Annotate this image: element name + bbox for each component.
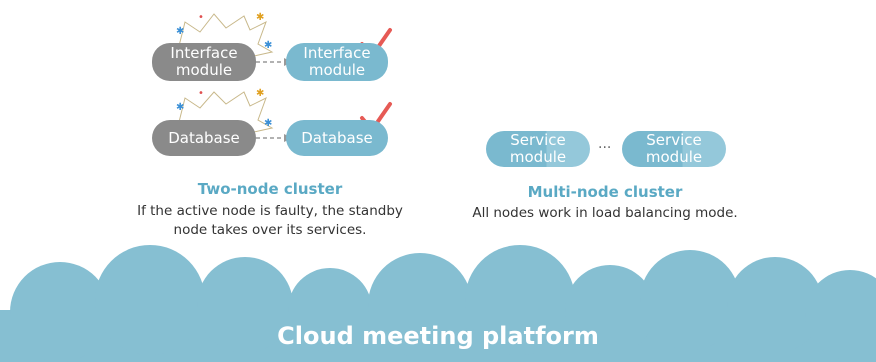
svg-text:•: • bbox=[198, 12, 204, 23]
interface-module-active: Interface module bbox=[152, 43, 256, 81]
service-module-2: Service module bbox=[622, 131, 726, 167]
interface-module-standby: Interface module bbox=[286, 43, 388, 81]
two-node-title: Two-node cluster bbox=[197, 180, 343, 198]
failover-arrow bbox=[256, 61, 284, 139]
svg-text:✱: ✱ bbox=[256, 12, 264, 23]
node-label: Database bbox=[301, 128, 373, 147]
platform-label: Cloud meeting platform bbox=[277, 322, 599, 350]
node-label: Service module bbox=[509, 131, 567, 166]
database-active: Database bbox=[152, 120, 256, 156]
two-node-description: If the active node is faulty, the standb… bbox=[137, 203, 403, 238]
svg-text:✱: ✱ bbox=[176, 102, 184, 113]
node-label: Database bbox=[168, 128, 240, 147]
node-label: Service module bbox=[645, 131, 703, 166]
svg-text:✱: ✱ bbox=[256, 88, 264, 99]
multi-node-title: Multi-node cluster bbox=[527, 183, 683, 201]
ellipsis: ... bbox=[598, 136, 612, 152]
node-label: Interface module bbox=[303, 44, 371, 79]
svg-text:✱: ✱ bbox=[176, 26, 184, 37]
node-label: Interface module bbox=[170, 44, 238, 79]
svg-text:✱: ✱ bbox=[264, 40, 272, 51]
svg-text:•: • bbox=[198, 88, 204, 99]
sparkle-icon: ✱ • ✱ ✱ ✱ • ✱ ✱ bbox=[176, 12, 272, 129]
service-module-1: Service module bbox=[486, 131, 590, 167]
database-standby: Database bbox=[286, 120, 388, 156]
svg-text:✱: ✱ bbox=[264, 118, 272, 129]
multi-node-description: All nodes work in load balancing mode. bbox=[472, 205, 738, 221]
cloud-shape bbox=[0, 245, 876, 362]
